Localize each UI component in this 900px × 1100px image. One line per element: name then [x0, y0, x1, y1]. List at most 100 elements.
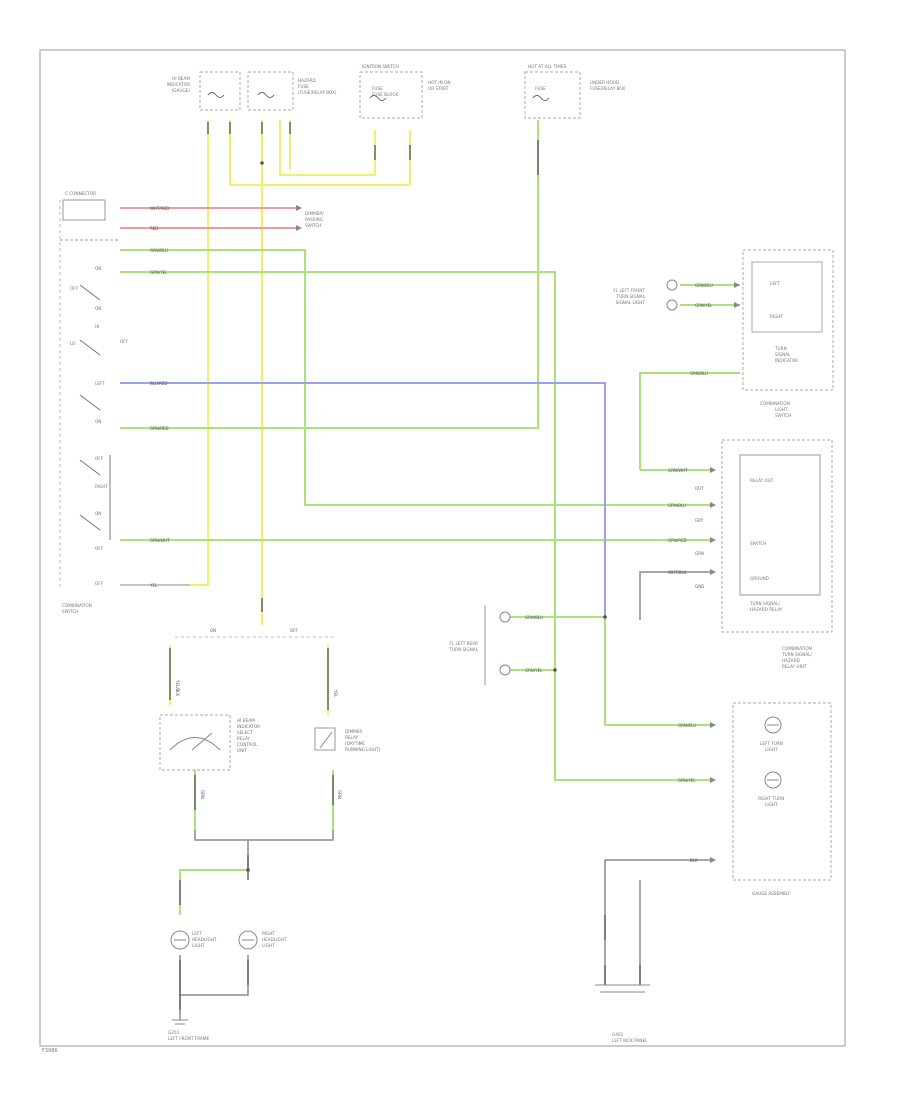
svg-text:INDICATOR: INDICATOR [237, 724, 260, 729]
svg-text:ON: ON [95, 266, 101, 271]
svg-text:SELECT: SELECT [237, 730, 253, 735]
svg-text:(DAYTIME: (DAYTIME [345, 741, 365, 746]
svg-text:GRN: GRN [695, 551, 704, 556]
wire-green-headlight-l [179, 869, 248, 915]
diagram-frame [39, 49, 846, 1047]
wire-gray-headlight-bus [194, 830, 334, 841]
wire-green-grn-blu [120, 249, 710, 506]
diagram-code: F3986 [42, 1048, 58, 1054]
svg-text:CONTROL: CONTROL [237, 742, 258, 747]
svg-text:GRN/WHT: GRN/WHT [150, 538, 170, 543]
svg-text:LIGHT: LIGHT [775, 407, 788, 412]
wire-green-relay [639, 372, 740, 470]
svg-text:GRN/BLU: GRN/BLU [695, 283, 713, 288]
svg-text:GAUGE ASSEMBLY: GAUGE ASSEMBLY [752, 891, 790, 896]
svg-text:YEL: YEL [149, 583, 158, 588]
switch-contacts [79, 284, 111, 540]
svg-text:TURN SIGNAL/: TURN SIGNAL/ [749, 601, 780, 606]
combo-left-label-2: SWITCH [62, 609, 78, 614]
connector-pins [169, 122, 641, 1010]
svg-text:LIGHT: LIGHT [765, 802, 778, 807]
hot-fuse-1: FUSE [535, 86, 546, 91]
svg-text:HAZARD RELAY: HAZARD RELAY [750, 607, 783, 612]
svg-text:HEADLIGHT: HEADLIGHT [192, 937, 217, 942]
svg-text:GRN/YEL: GRN/YEL [150, 270, 168, 275]
svg-text:ON: ON [95, 419, 101, 424]
hot-in-on-1: HOT IN ON [428, 80, 450, 85]
svg-text:RELAY UNIT: RELAY UNIT [782, 664, 807, 669]
svg-text:ON: ON [95, 306, 101, 311]
svg-text:BLU/RED: BLU/RED [150, 381, 167, 386]
svg-text:LEFT: LEFT [770, 281, 780, 286]
svg-text:SWITCH: SWITCH [775, 413, 791, 418]
svg-text:LIGHT: LIGHT [192, 943, 205, 948]
svg-text:OFF: OFF [70, 286, 79, 291]
svg-text:LO: LO [70, 341, 76, 346]
svg-text:GRN/BLU: GRN/BLU [690, 371, 708, 376]
svg-text:G401: G401 [612, 1032, 624, 1037]
svg-text:RELAY OUT: RELAY OUT [750, 478, 774, 483]
svg-text:LEFT: LEFT [95, 381, 105, 386]
svg-text:ON: ON [210, 628, 216, 633]
combo-left-label-1: COMBINATION [62, 603, 92, 608]
svg-text:OFF: OFF [95, 546, 104, 551]
svg-text:RUNNING LIGHT): RUNNING LIGHT) [345, 747, 381, 752]
svg-text:GND: GND [695, 584, 704, 589]
svg-text:TURN SIGNAL: TURN SIGNAL [616, 294, 646, 299]
svg-text:GRN/YEL: GRN/YEL [678, 778, 696, 783]
svg-text:GRY: GRY [695, 518, 704, 523]
svg-text:G201: G201 [168, 1030, 180, 1035]
svg-text:YEL/BLK: YEL/BLK [175, 679, 180, 697]
wire-gray-gauge-gnd [604, 859, 710, 985]
combination-switch: C CONNECTOR ON OFF ON HI LO OFF LEFT ON … [59, 191, 129, 614]
svg-text:SIGNAL: SIGNAL [775, 352, 791, 357]
svg-text:RIGHT: RIGHT [95, 484, 109, 489]
svg-text:FL LEFT FRONT: FL LEFT FRONT [613, 288, 645, 293]
front-turn-signal: LEFT RIGHT TURN SIGNAL INDICATOR COMBINA… [613, 249, 834, 418]
gauge-assembly: LEFT TURN LIGHT RIGHT TURN LIGHT GAUGE A… [678, 702, 832, 896]
svg-text:DIMMER: DIMMER [345, 729, 362, 734]
hi-beam-indicator-label-3: (GAUGE) [172, 88, 191, 93]
svg-text:INDICATOR: INDICATOR [775, 358, 798, 363]
svg-text:LEFT KICK PANEL: LEFT KICK PANEL [612, 1038, 648, 1043]
svg-text:ON: ON [95, 511, 101, 516]
svg-text:GRN/BLU: GRN/BLU [678, 723, 696, 728]
svg-text:WHT/BLK: WHT/BLK [668, 570, 687, 575]
svg-text:OUT: OUT [695, 486, 704, 491]
svg-text:LIGHT: LIGHT [765, 747, 778, 752]
rear-turn-signal: FL LEFT REAR TURN SIGNAL GRN/BLU GRN/YEL [449, 605, 543, 685]
wire-blue [120, 382, 606, 617]
svg-text:HI BEAM: HI BEAM [237, 718, 255, 723]
svg-text:SIGNAL LIGHT: SIGNAL LIGHT [616, 300, 646, 305]
svg-text:GRN/RED: GRN/RED [150, 426, 169, 431]
ground-right: G401 LEFT KICK PANEL [595, 984, 650, 1043]
svg-text:COMBINATION: COMBINATION [782, 646, 812, 651]
svg-text:LIGHT: LIGHT [262, 943, 275, 948]
svg-text:OFF: OFF [95, 456, 104, 461]
hi-beam-indicator-label-2: INDICATOR [167, 82, 190, 87]
svg-text:FL LEFT REAR: FL LEFT REAR [449, 641, 478, 646]
hi-beam-indicator-label-1: HI BEAM [172, 76, 190, 81]
svg-text:LEFT TURN: LEFT TURN [760, 741, 783, 746]
svg-text:DIMMER/: DIMMER/ [305, 211, 324, 216]
headlights: LEFT HEADLIGHT LIGHT RIGHT HEADLIGHT LIG… [168, 930, 287, 1041]
wire-labels-left: WHT/RED RED GRN/BLU GRN/YEL BLU/RED GRN/… [149, 206, 170, 588]
svg-text:GRN/WHT: GRN/WHT [668, 468, 688, 473]
svg-text:GROUND: GROUND [750, 576, 769, 581]
svg-text:GRN/YEL: GRN/YEL [695, 303, 713, 308]
svg-text:OFF: OFF [95, 581, 104, 586]
svg-text:UNIT: UNIT [237, 748, 247, 753]
svg-text:TURN SIGNAL: TURN SIGNAL [449, 647, 479, 652]
hazard-relay: RELAY OUT SWITCH GROUND TURN SIGNAL/ HAZ… [668, 439, 833, 669]
left-headlight-icon [170, 930, 190, 950]
dimmer-passing-labels: DIMMER/ PASSING SWITCH [296, 205, 324, 231]
svg-text:WHT/RED: WHT/RED [150, 206, 169, 211]
top-fuse-group: HI BEAM INDICATOR (GAUGE) HAZARD FUSE (F… [167, 64, 625, 119]
svg-text:RIGHT TURN: RIGHT TURN [758, 796, 784, 801]
svg-text:HAZARD: HAZARD [782, 658, 800, 663]
svg-text:OFF: OFF [290, 628, 298, 633]
svg-text:TURN SIGNAL/: TURN SIGNAL/ [781, 652, 812, 657]
svg-text:TURN: TURN [774, 346, 787, 351]
svg-text:SWITCH: SWITCH [305, 223, 321, 228]
svg-text:LEFT: LEFT [192, 931, 202, 936]
